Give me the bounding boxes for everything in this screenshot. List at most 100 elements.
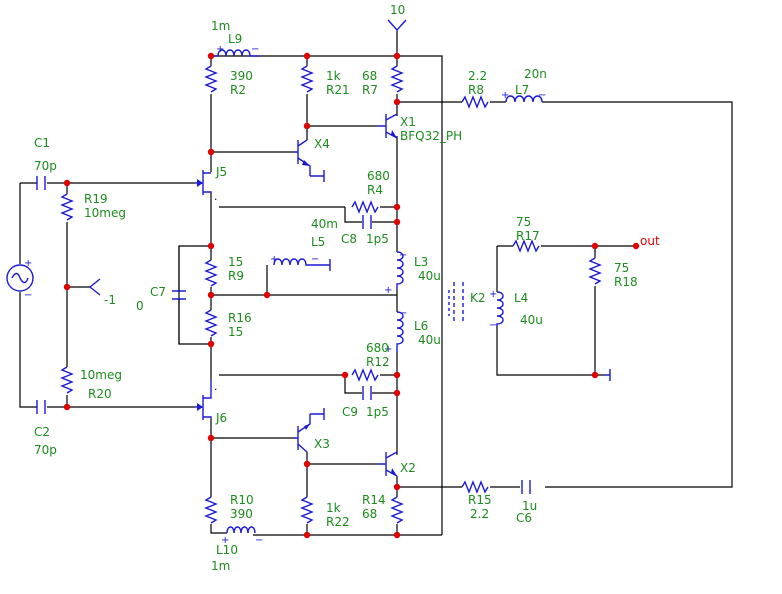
r2-name: R2	[230, 83, 246, 97]
svg-text:−: −	[538, 90, 546, 101]
c8-name: C8	[341, 232, 357, 246]
c7-name: C7	[150, 285, 166, 299]
capacitor-c2	[36, 400, 46, 414]
svg-text:+: +	[384, 344, 392, 355]
r17-name: R17	[516, 229, 540, 243]
r9-name: R9	[228, 269, 244, 283]
r14-value: 68	[362, 507, 377, 521]
r19-name: R19	[84, 192, 108, 206]
bias-label: -1	[104, 293, 116, 307]
l7-value: 20n	[524, 67, 547, 81]
x3-name: X3	[314, 437, 330, 451]
resistor-r21	[300, 65, 314, 93]
r18-value: 75	[614, 261, 629, 275]
jfet-j6	[195, 379, 212, 420]
x4-name: X4	[314, 137, 330, 151]
svg-text:−: −	[399, 250, 407, 261]
c6-name: C6	[516, 511, 532, 525]
r12-name: R12	[366, 355, 390, 369]
terminals	[89, 19, 407, 296]
j6-dot: .	[214, 380, 218, 393]
capacitors	[36, 176, 531, 494]
resistor-r9	[204, 259, 218, 287]
resistor-r14	[390, 496, 404, 524]
svg-text:−: −	[399, 308, 407, 319]
jfet-j5	[195, 170, 212, 195]
r17-value: 75	[516, 215, 531, 229]
r15-value: 2.2	[470, 507, 489, 521]
j5-name: J5	[215, 165, 227, 179]
x2-name: X2	[400, 461, 416, 475]
l3-value: 40u	[418, 269, 441, 283]
resistor-r10	[204, 496, 218, 524]
svg-text:−: −	[24, 290, 32, 301]
resistor-r7	[390, 65, 404, 93]
inductor-l10	[226, 526, 256, 534]
resistor-r16	[204, 309, 218, 337]
inductor-l7	[505, 95, 543, 103]
l6-name: L6	[414, 319, 428, 333]
capacitor-c9	[362, 386, 372, 400]
svg-text:+: +	[270, 254, 278, 265]
svg-text:−: −	[311, 254, 319, 265]
r9-value: 15	[228, 255, 243, 269]
resistor-r4	[351, 200, 379, 214]
capacitor-c8	[362, 215, 372, 229]
svg-text:−: −	[251, 44, 259, 55]
resistor-r2	[204, 65, 218, 93]
l4-value: 40u	[520, 313, 543, 327]
capacitor-c6	[521, 480, 531, 494]
r19-value: 10meg	[84, 206, 126, 220]
r18-name: R18	[614, 275, 638, 289]
polarity-marks: +− +− +− +− −+ −+ +− +−	[24, 44, 546, 546]
l10-value: 1m	[211, 559, 230, 573]
resistor-r20	[60, 366, 74, 394]
bjt-x2	[378, 451, 398, 477]
supply-label: 10	[390, 3, 405, 17]
r15-name: R15	[468, 493, 492, 507]
inductor-l5	[273, 258, 318, 266]
l9-value: 1m	[211, 19, 230, 33]
x1-model: BFQ32_PH	[400, 129, 462, 143]
svg-text:−: −	[255, 535, 263, 546]
r4-value: 680	[367, 169, 390, 183]
ac-source	[6, 264, 34, 292]
l4-name: L4	[514, 291, 528, 305]
bjt-x3	[294, 408, 325, 453]
c1-name: C1	[34, 136, 50, 150]
r14-name: R14	[362, 493, 386, 507]
resistor-r18	[588, 257, 602, 285]
inductor-l9	[211, 49, 260, 57]
r7-name: R7	[362, 83, 378, 97]
r21-name: R21	[326, 83, 350, 97]
svg-text:+: +	[221, 535, 229, 546]
resistor-r8	[461, 95, 489, 109]
c2-name: C2	[34, 425, 50, 439]
c1-value: 70p	[34, 159, 57, 173]
svg-text:−: −	[489, 320, 497, 331]
l5-name: L5	[311, 235, 325, 249]
r8-value: 2.2	[468, 69, 487, 83]
c9-name: C9	[342, 405, 358, 419]
r2-value: 390	[230, 69, 253, 83]
bjt-x4	[294, 139, 325, 182]
bjt-x1	[378, 113, 398, 139]
k2-name: K2	[470, 291, 486, 305]
svg-text:+: +	[24, 258, 32, 269]
junction-dots	[63, 52, 640, 539]
resistor-r12	[351, 368, 379, 382]
resistor-r19	[60, 193, 74, 221]
l9-name: L9	[228, 32, 242, 46]
r10-name: R10	[230, 493, 254, 507]
x1-name: X1	[400, 115, 416, 129]
c6-value: 1u	[522, 499, 537, 513]
c7-value: 0	[136, 299, 144, 313]
resistor-r15	[461, 480, 489, 494]
r4-name: R4	[367, 183, 383, 197]
r22-value: 1k	[326, 501, 341, 515]
r8-name: R8	[468, 83, 484, 97]
ground-symbols	[318, 259, 611, 381]
l5-value: 40m	[311, 217, 338, 231]
resistor-r17	[512, 239, 540, 253]
